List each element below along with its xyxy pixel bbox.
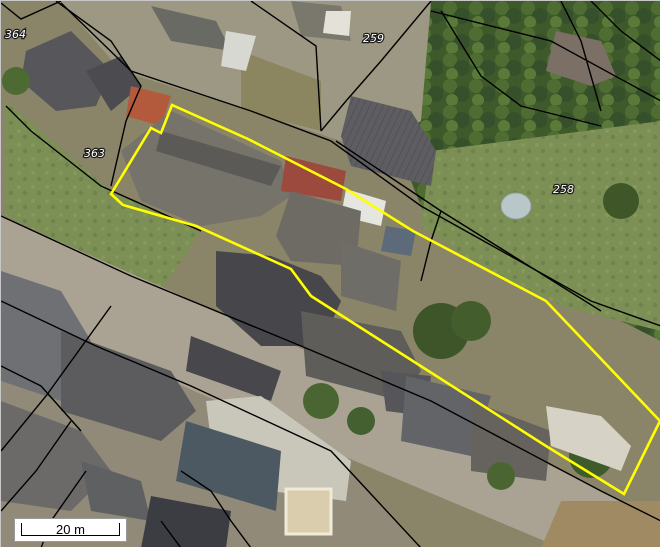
building-roof [151, 6, 231, 51]
building-roof [546, 406, 631, 471]
building-roof [323, 11, 351, 36]
building-roof [471, 401, 551, 481]
courtyard [206, 396, 351, 501]
building-roof [1, 401, 111, 511]
sandy-area [284, 487, 333, 536]
tree [347, 407, 375, 435]
tree [2, 67, 30, 95]
pool [500, 192, 532, 220]
building-roof [341, 241, 401, 311]
parcel-label-258: 258 [553, 183, 574, 196]
tree [451, 301, 491, 341]
scale-bar: 20 m [14, 518, 127, 542]
tree [303, 383, 339, 419]
building-roof [141, 496, 231, 547]
parcel-label-364: 364 [5, 28, 26, 41]
building-roof [21, 31, 111, 111]
building-roof [176, 421, 281, 511]
building-roof [276, 191, 361, 266]
building-roof [186, 336, 281, 401]
lawn-area [421, 121, 660, 331]
scale-bar-line [21, 523, 120, 536]
building-roof [546, 31, 616, 86]
building-roof [81, 461, 151, 521]
building-roof [156, 131, 281, 186]
building-roof [86, 56, 141, 111]
highlighted-parcel-boundary[interactable] [109, 103, 660, 496]
building-roof [281, 156, 346, 201]
tree [603, 183, 639, 219]
parcel-label-259: 259 [363, 32, 384, 45]
lawn-area-2 [6, 101, 201, 291]
building-roof [381, 226, 416, 256]
building-roof [61, 331, 196, 441]
parcel-label-363: 363 [84, 147, 105, 160]
scale-bar-label: 20 m [56, 522, 85, 537]
building-roof [221, 31, 256, 71]
dirt-area [541, 501, 660, 547]
yard-top [241, 51, 321, 131]
building-roof [341, 96, 436, 186]
tree [487, 462, 515, 490]
